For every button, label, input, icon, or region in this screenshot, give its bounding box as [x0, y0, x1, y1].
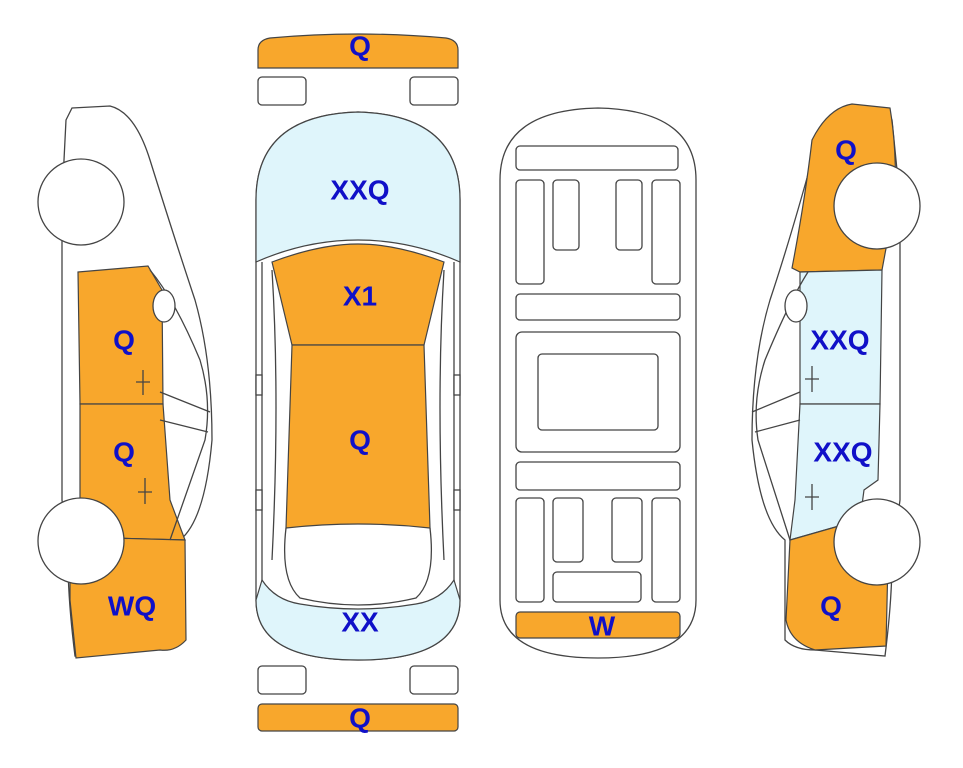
rear-window-panel[interactable] [255, 578, 461, 661]
rear-bumper-panel[interactable] [257, 703, 459, 732]
right-side-roof-line [751, 391, 801, 433]
underbody-crossmember-1 [515, 293, 681, 321]
left-front-door-handle [136, 370, 150, 395]
right-mirror [784, 289, 808, 323]
top-view: Q XXQ X1 Q XX Q [255, 31, 461, 734]
underbody-rear-left-member [515, 497, 545, 603]
underbody-front-rail [515, 145, 679, 171]
right-rear-wheel [833, 498, 921, 586]
label-right-front-door: XXQ [810, 325, 869, 356]
top-left-mark [255, 489, 263, 511]
front-right-light [409, 76, 459, 106]
label-underbody-rear: W [589, 611, 616, 642]
underbody-rear-right-inner [611, 497, 643, 563]
underbody-rear-right-member [651, 497, 681, 603]
top-right-mirror [453, 374, 461, 396]
label-left-front-door: Q [113, 325, 135, 356]
label-right-rear-door: XXQ [813, 437, 872, 468]
hood-panel[interactable] [271, 243, 445, 346]
underbody-view: W [499, 107, 697, 659]
top-right-mark [453, 489, 461, 511]
left-mirror [152, 289, 176, 323]
underbody-front-left-member [515, 179, 545, 285]
label-rear-window: XX [341, 607, 379, 638]
underbody-rear-panel[interactable] [515, 611, 681, 639]
roof-panel[interactable] [285, 344, 431, 529]
windshield-panel[interactable] [255, 111, 461, 263]
underbody-front-right-inner [615, 179, 643, 251]
underbody-front-right-member [651, 179, 681, 285]
right-side-view: Q XXQ XXQ Q [751, 103, 921, 657]
left-rear-door-handle [138, 478, 152, 504]
underbody-crossmember-2 [515, 461, 681, 491]
left-side-view: Q Q WQ [37, 105, 213, 659]
label-roof: Q [349, 425, 371, 456]
right-front-wheel [833, 162, 921, 250]
rear-right-light [409, 665, 459, 695]
label-front-bumper: Q [349, 31, 371, 62]
top-side-lines [261, 262, 455, 600]
front-left-light [257, 76, 307, 106]
underbody-center-pan [537, 353, 659, 431]
right-front-door-handle [805, 366, 819, 392]
label-left-rear-quarter: WQ [108, 591, 156, 622]
underbody-front-left-inner [552, 179, 580, 251]
label-right-front-fender: Q [835, 135, 857, 166]
left-rear-wheel [37, 497, 125, 585]
rear-left-light [257, 665, 307, 695]
label-hood: X1 [343, 281, 377, 312]
right-rear-door-handle [805, 484, 819, 510]
rear-deck-line [283, 527, 433, 606]
top-left-mirror [255, 374, 263, 396]
left-front-wheel [37, 158, 125, 246]
underbody-rear-left-inner [552, 497, 584, 563]
label-windshield: XXQ [330, 175, 389, 206]
left-front-door-panel[interactable] [77, 265, 164, 405]
label-left-rear-door: Q [113, 437, 135, 468]
label-rear-bumper: Q [349, 703, 371, 734]
left-side-roof-line [159, 391, 211, 433]
underbody-floor [515, 331, 681, 453]
top-inner-lines [271, 269, 445, 561]
underbody-outline [499, 107, 697, 659]
label-right-rear-quarter: Q [820, 591, 842, 622]
underbody-rear-tank [552, 571, 642, 603]
front-bumper-panel[interactable] [257, 33, 459, 69]
